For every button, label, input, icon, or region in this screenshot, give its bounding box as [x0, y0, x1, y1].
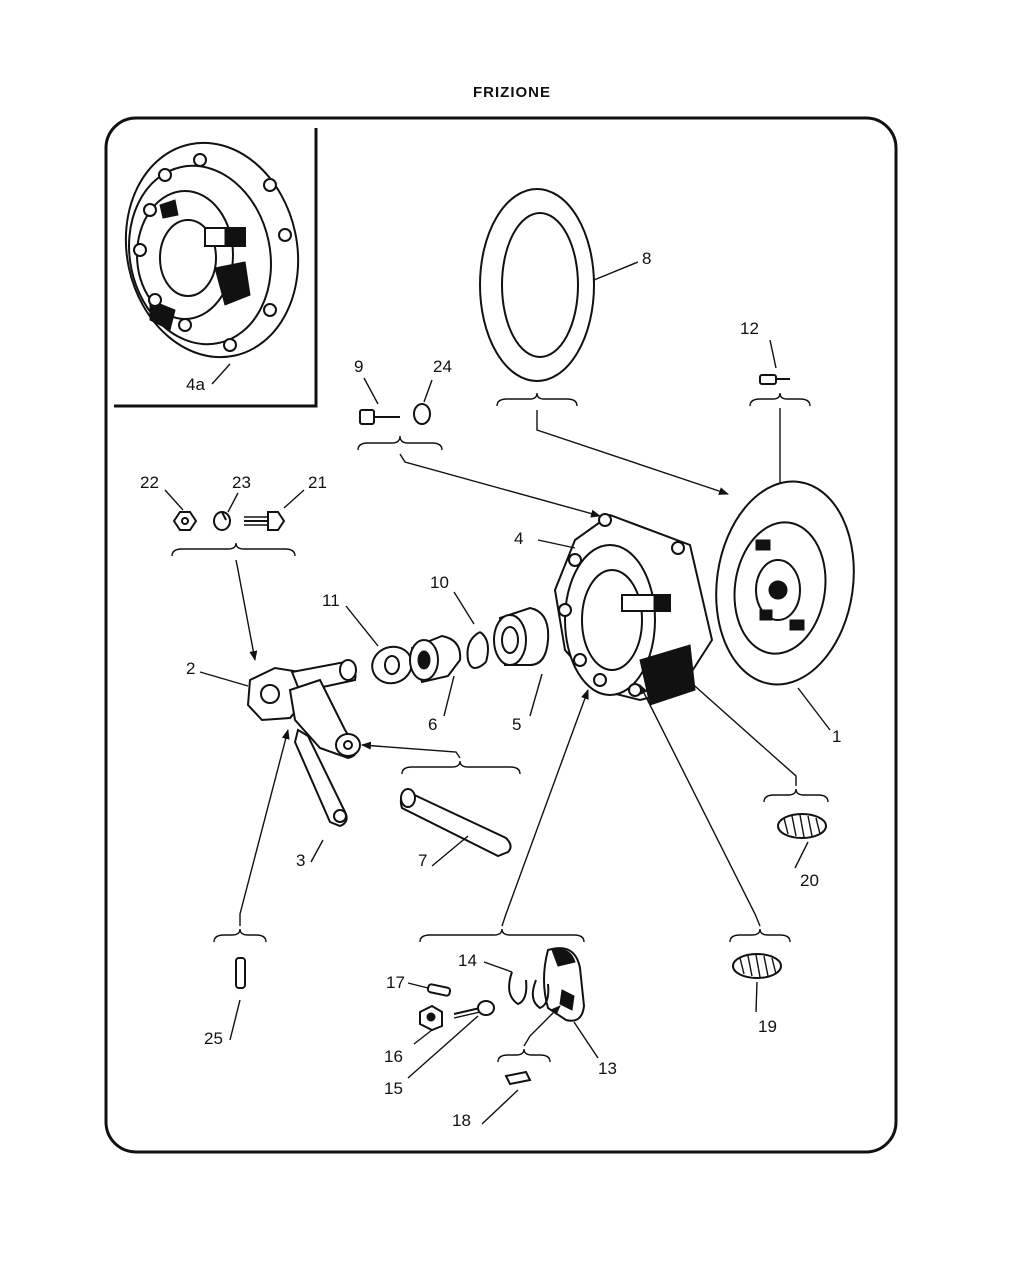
label-25: 25 — [204, 1029, 223, 1048]
pin-25 — [235, 957, 246, 989]
label-5: 5 — [512, 715, 521, 734]
label-19: 19 — [758, 1017, 777, 1036]
label-4a: 4a — [186, 375, 205, 394]
label-18: 18 — [452, 1111, 471, 1130]
release-lever-13 — [543, 947, 586, 1022]
label-21: 21 — [308, 473, 327, 492]
clutch-cover-4 — [553, 513, 714, 706]
nut-22 — [172, 511, 198, 531]
bolt-12 — [759, 374, 790, 385]
label-2: 2 — [186, 659, 195, 678]
label-20: 20 — [800, 871, 819, 890]
label-15: 15 — [384, 1079, 403, 1098]
friction-lining-8 — [479, 188, 595, 382]
diagram-title: FRIZIONE — [473, 84, 551, 101]
lever-pin-14 — [508, 971, 550, 1010]
bolt-21 — [244, 511, 286, 531]
label-16: 16 — [384, 1047, 403, 1066]
label-7: 7 — [418, 851, 427, 870]
spring-19 — [732, 953, 782, 979]
label-9: 9 — [354, 357, 363, 376]
fork-shaft-7 — [399, 788, 512, 858]
label-6: 6 — [428, 715, 437, 734]
strut-17 — [426, 983, 452, 997]
anti-rattle-clip-18 — [504, 1070, 532, 1086]
label-12: 12 — [740, 319, 759, 338]
lock-washer-23 — [213, 511, 231, 531]
washer-24 — [413, 403, 431, 425]
spring-clip-10 — [466, 631, 489, 669]
label-14: 14 — [458, 951, 477, 970]
label-17: 17 — [386, 973, 405, 992]
clutch-cover-assembly-4a — [124, 141, 300, 359]
label-22: 22 — [140, 473, 159, 492]
label-10: 10 — [430, 573, 449, 592]
bearing-carrier-6 — [409, 634, 462, 684]
label-8: 8 — [642, 249, 651, 268]
release-bearing-5 — [493, 606, 550, 666]
label-13: 13 — [598, 1059, 617, 1078]
label-23: 23 — [232, 473, 251, 492]
clutch-disc-1 — [715, 480, 855, 686]
label-11: 11 — [322, 591, 340, 610]
eyebolt-15 — [453, 1000, 495, 1019]
label-24: 24 — [433, 357, 452, 376]
adjusting-nut-16 — [419, 1004, 443, 1032]
inset-frame — [114, 128, 318, 408]
bolt-9 — [359, 409, 400, 425]
release-fork-3 — [288, 678, 361, 828]
label-1: 1 — [832, 727, 841, 746]
spring-20 — [777, 813, 827, 839]
label-3: 3 — [296, 851, 305, 870]
label-4: 4 — [514, 529, 523, 548]
outer-frame — [104, 116, 898, 1154]
